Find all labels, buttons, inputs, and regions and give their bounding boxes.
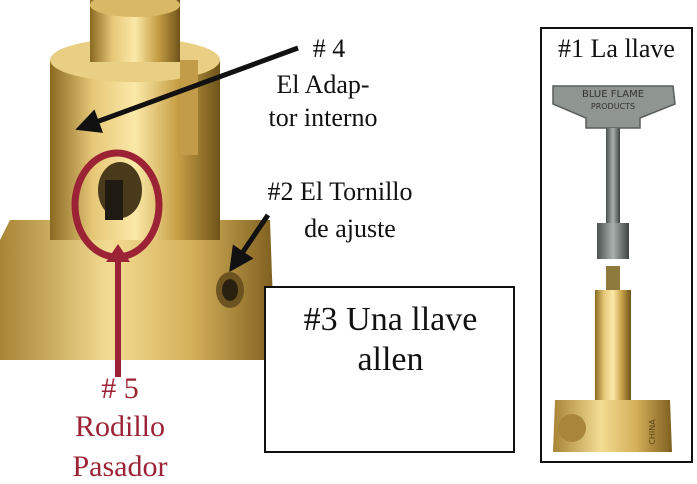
roller-highlight [71, 149, 163, 377]
brass-valve-body [0, 0, 275, 360]
key-engraving-line1: BLUE FLAME [582, 89, 644, 100]
shutoff-valve-drawing: CHINA [553, 266, 672, 452]
key-engraving-line2: PRODUCTS [591, 102, 635, 111]
allen-label-line2: allen [357, 341, 424, 378]
screw-label-line2: de ajuste [304, 214, 396, 243]
arrow-screw [229, 213, 271, 273]
key-drawing: BLUE FLAME PRODUCTS [552, 85, 676, 259]
valve-mark-country: CHINA [648, 419, 657, 445]
adapter-label-line2: tor interno [268, 103, 378, 132]
roller-label-line2: Pasador [72, 450, 168, 483]
roller-number: # 5 [101, 372, 139, 405]
allen-wrench-box [264, 286, 515, 453]
screw-label-line1: #2 El Tornillo [267, 177, 413, 206]
roller-label-line1: Rodillo [74, 410, 165, 443]
arrow-adapter [75, 45, 299, 133]
key-box-title: #1 La llave [558, 34, 675, 63]
adapter-label-line1: El Adap- [276, 70, 370, 99]
allen-label-line1: #3 Una llave [303, 301, 478, 338]
key-box [540, 27, 693, 463]
adapter-number: # 4 [312, 34, 346, 63]
